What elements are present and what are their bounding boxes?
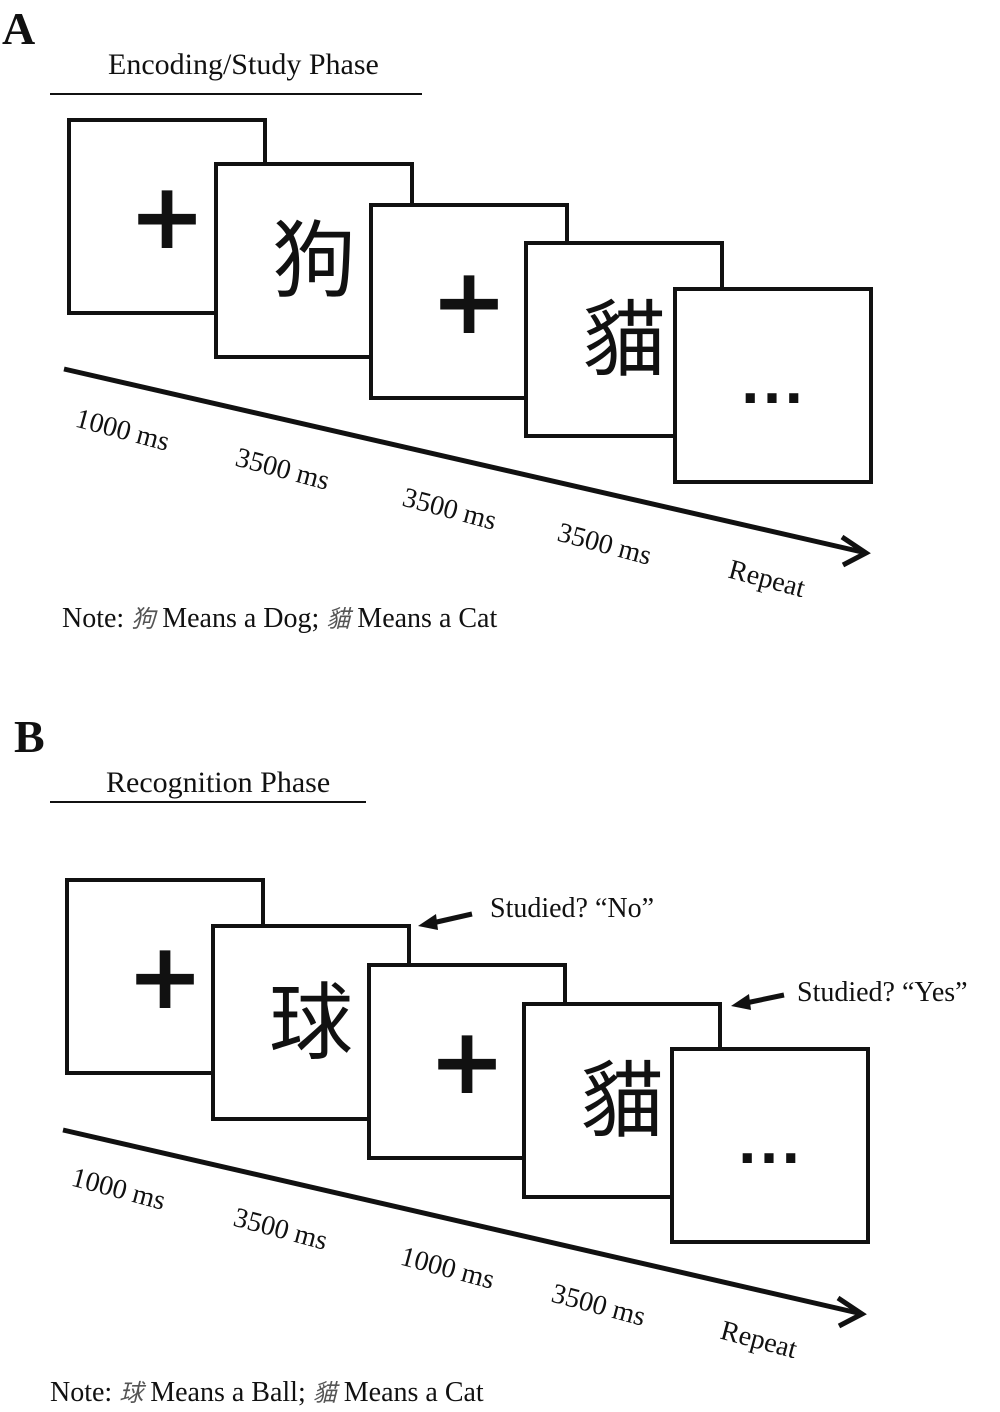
note-prefix: Note: xyxy=(50,1377,113,1408)
ellipsis: ... xyxy=(740,355,806,416)
note-glyph-cat: 貓 xyxy=(312,1381,337,1407)
panel-a-title-underline xyxy=(50,93,422,95)
panel-a-frame-ellipsis: ... xyxy=(673,287,873,484)
panel-b-frame-ellipsis: ... xyxy=(670,1047,870,1244)
note-suffix: Means a Cat xyxy=(357,603,498,634)
stimulus-character: 貓 xyxy=(579,1051,664,1150)
panel-b-title-underline xyxy=(50,801,366,803)
note-glyph-cat: 貓 xyxy=(326,607,351,633)
note-mid: Means a Dog; xyxy=(162,603,320,634)
note-mid: Means a Ball; xyxy=(150,1377,306,1408)
note-suffix: Means a Cat xyxy=(343,1377,484,1408)
response-arrow-no xyxy=(418,911,473,930)
panel-a-frame-fixation-2: + xyxy=(369,203,569,400)
ellipsis: ... xyxy=(737,1115,803,1176)
stimulus-character: 狗 xyxy=(271,211,356,310)
note-glyph-dog: 狗 xyxy=(131,607,156,633)
stimulus-character: 球 xyxy=(268,973,353,1072)
response-label-yes: Studied? “Yes” xyxy=(797,977,968,1008)
panel-a-letter: A xyxy=(2,3,36,54)
panel-b-title: Recognition Phase xyxy=(106,766,331,799)
stimulus-character: 貓 xyxy=(581,290,666,389)
note-glyph-ball: 球 xyxy=(119,1381,144,1407)
fixation-cross: + xyxy=(126,922,204,1030)
panel-a-title: Encoding/Study Phase xyxy=(108,48,379,81)
response-label-no: Studied? “No” xyxy=(490,893,655,924)
fixation-cross: + xyxy=(428,1007,506,1115)
fixation-cross: + xyxy=(128,162,206,270)
panel-a-note: Note: 狗 Means a Dog; 貓 Means a Cat xyxy=(62,603,497,636)
response-arrow-yes xyxy=(731,992,785,1010)
fixation-cross: + xyxy=(430,247,508,355)
panel-b-note: Note: 球 Means a Ball; 貓 Means a Cat xyxy=(50,1377,484,1410)
note-prefix: Note: xyxy=(62,603,125,634)
panel-b-letter: B xyxy=(14,711,45,762)
